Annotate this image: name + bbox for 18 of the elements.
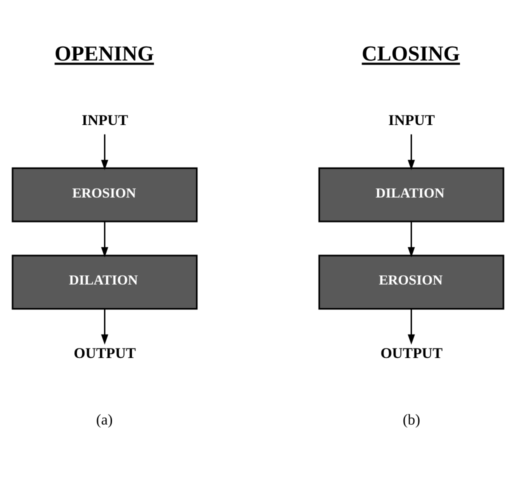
node-text: INPUT [82, 112, 128, 129]
label: CLOSING [362, 42, 460, 66]
label: OPENING [54, 42, 154, 66]
node-text: OUTPUT [74, 346, 136, 362]
node-box: DILATION [12, 254, 198, 310]
node-text: OUTPUT [380, 346, 443, 362]
arrow [101, 134, 108, 170]
arrow [101, 221, 108, 258]
label: (b) [402, 412, 420, 429]
node-box: DILATION [318, 167, 504, 222]
label: (a) [96, 412, 113, 429]
arrow [408, 221, 415, 258]
node-text: INPUT [388, 112, 435, 129]
arrow [408, 308, 415, 345]
node-box: EROSION [12, 167, 198, 222]
arrow [408, 134, 415, 170]
node-box: EROSION [318, 254, 504, 310]
arrow [101, 308, 108, 345]
